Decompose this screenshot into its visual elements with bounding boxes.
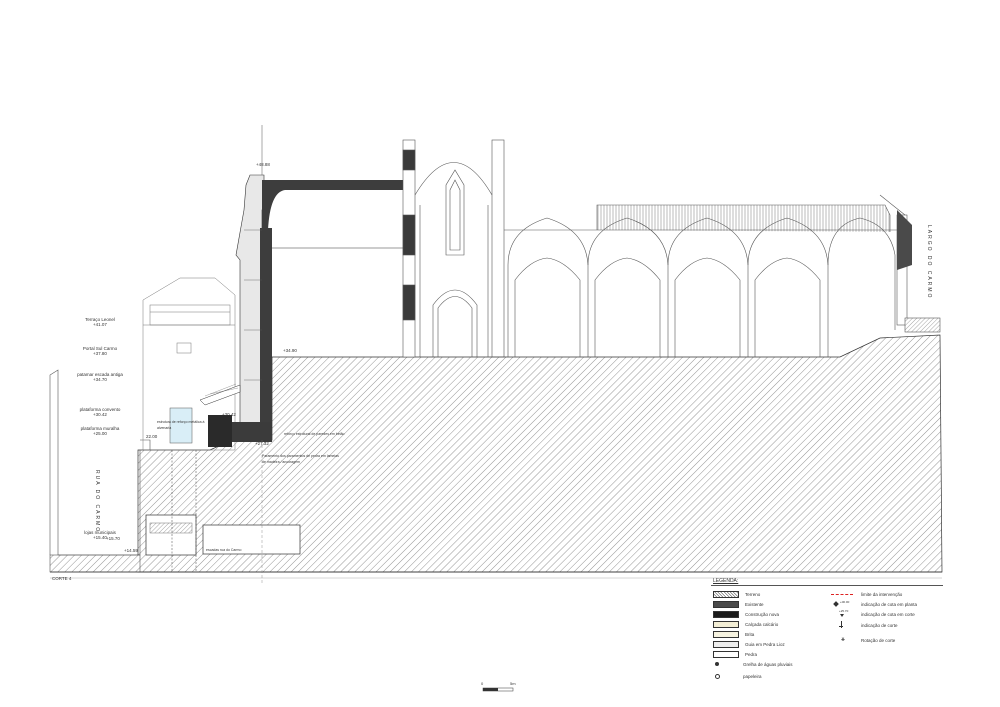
section-level-icon: +25.70 [831, 609, 855, 618]
level-name: patamar escada antiga [77, 372, 123, 377]
note-stairs: escadas rua do Carmo [206, 548, 242, 552]
level-value: +30.42 [93, 412, 107, 417]
legend-item: +00.00 indicação de cota em planta [831, 600, 917, 608]
level-label: patamar escada antiga +34.70 [62, 372, 138, 382]
legend-title: LEGENDA: [713, 578, 739, 584]
legend-item: Calçada calcário [713, 620, 778, 628]
legend-item: indicação de corte [831, 621, 898, 629]
lioz-swatch [713, 640, 739, 648]
section-cut-icon [831, 621, 855, 629]
legend-label: papeleira [743, 673, 762, 679]
church-elevation [402, 139, 941, 358]
background-buildings [142, 277, 236, 451]
legend-label: Guia em Pedra Lioz [745, 641, 785, 647]
level-name: Portal Sul Carmo [82, 346, 118, 351]
level-value: +37.80 [93, 351, 107, 356]
left-context [49, 369, 151, 556]
terrain [49, 334, 943, 573]
limestone-swatch [713, 620, 739, 628]
note-walls: reforço estrutural de paredes em betão [284, 432, 345, 436]
note-facing: Paramento dos paramentos de pedra em lam… [262, 454, 339, 464]
legend: LEGENDA: Terreno Existente Construção no… [711, 578, 943, 688]
level-value: +25.00 [93, 431, 107, 436]
street-level: +15.70 [106, 536, 120, 541]
dashed-red-line-icon [831, 590, 855, 598]
legend-item: ⚹ Rotação de corte [831, 636, 895, 644]
level-label: Terraço Leonel +41.07 [70, 317, 130, 327]
legend-label: indicação de corte [861, 622, 898, 628]
level-label: plataforma convento +30.42 [66, 407, 134, 417]
legend-label: Construção nova [745, 611, 780, 617]
legend-label: Pedra [745, 651, 758, 657]
lower-level: +30.42 [222, 412, 236, 417]
legend-label: Terreno [745, 591, 761, 597]
level-label: plataforma muralha +25.00 [66, 426, 134, 436]
scale-start: 0 [481, 681, 484, 686]
level-name: plataforma convento [79, 407, 121, 412]
new-construction-swatch [713, 610, 739, 618]
level-name: Terraço Leonel [85, 317, 115, 322]
level-value: +15.40 [93, 535, 107, 540]
convent-wall-section [169, 125, 412, 585]
legend-label: Rotação de corte [861, 637, 896, 643]
street-label-left: RUA DO CARMO [94, 470, 100, 534]
legend-item: Grelha de águas pluviais [713, 660, 793, 668]
note-reinforcement: estrutura de reforço metálica à alvenari… [157, 420, 205, 430]
legend-item: Construção nova [713, 610, 779, 618]
legend-label: Brita [745, 631, 755, 637]
level-label: Portal Sul Carmo +37.80 [70, 346, 130, 356]
legend-label: indicação de cota em planta [861, 601, 918, 607]
level-marker-icon: +00.00 [831, 600, 855, 608]
legend-item: Pedra [713, 650, 757, 658]
rotation-icon: ⚹ [840, 636, 846, 643]
street-low-level: +14.59 [124, 548, 138, 553]
scale-bar [482, 687, 514, 692]
legend-item: Existente [713, 600, 764, 608]
platform-level: +34.90 [283, 348, 297, 353]
top-level: +48.88 [256, 162, 270, 167]
legend-label: Existente [745, 601, 764, 607]
stone-swatch [713, 650, 739, 658]
level-label: lojas municipais +15.40 [75, 530, 125, 540]
legend-label: limite da intervenção [861, 591, 903, 597]
section-level-tag: +25.70 [839, 609, 849, 613]
legend-item: Terreno [713, 590, 760, 598]
level-value: +34.70 [93, 377, 107, 382]
legend-item: papeleira [713, 672, 762, 680]
existing-swatch [713, 600, 739, 608]
scale-end: 5m [510, 681, 516, 686]
legend-divider [711, 585, 943, 586]
fill-level: 22.00 [146, 434, 158, 439]
gravel-swatch [713, 630, 739, 638]
legend-label: Calçada calcário [745, 621, 779, 627]
level-name: plataforma muralha [80, 426, 120, 431]
deck-level: +27.32 [255, 441, 269, 446]
legend-label: indicação de cota em corte [861, 611, 915, 617]
level-name: lojas municipais [84, 530, 116, 535]
legend-item: limite da intervenção [831, 590, 902, 598]
ring-icon [713, 672, 737, 680]
legend-item: Guia em Pedra Lioz [713, 640, 785, 648]
level-value: +41.07 [93, 322, 107, 327]
section-title: CORTE 4 [52, 576, 72, 581]
terrain-swatch [713, 590, 739, 598]
filled-dot-icon [713, 660, 737, 668]
legend-label: Grelha de águas pluviais [743, 661, 793, 667]
legend-item: Brita [713, 630, 754, 638]
legend-item: +25.70 indicação de cota em corte [831, 609, 915, 618]
level-marker-tag: +00.00 [840, 600, 850, 604]
street-label-right: LARGO DO CARMO [926, 225, 932, 300]
